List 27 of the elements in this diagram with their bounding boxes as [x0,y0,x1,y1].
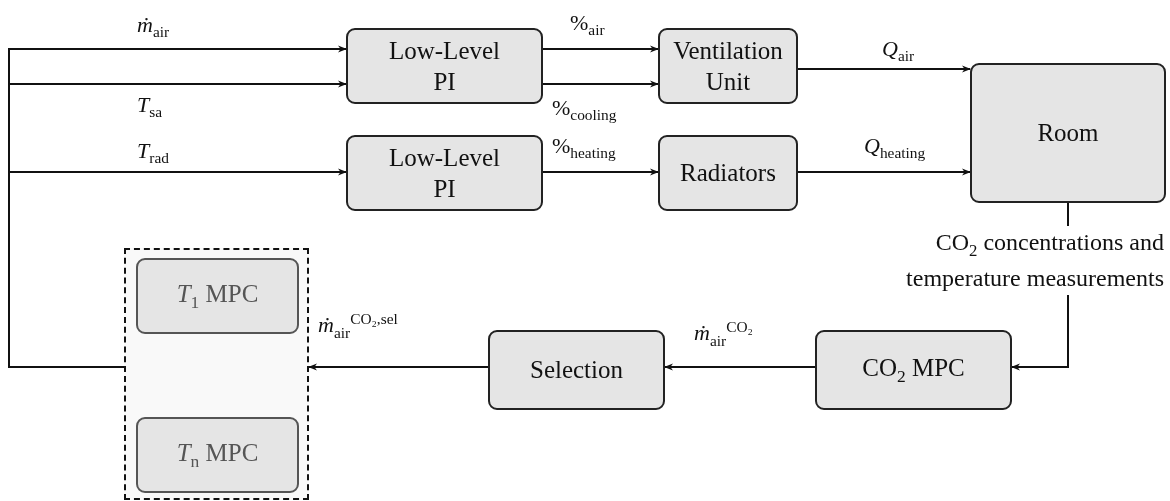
box-label: Room [1037,118,1099,149]
arrow [797,65,971,73]
arrow [542,168,659,176]
box-label: Low-Level PI [387,35,502,97]
box-label: Selection [530,355,623,386]
process-box [346,135,543,211]
arrow [797,168,971,176]
process-box [658,135,798,211]
process-box [488,330,665,410]
box-label: T$_{n}$ MPC [176,438,259,473]
box-label: Ventilation Unit [672,35,784,97]
box-label: Radiators [680,158,776,189]
arrow [664,363,816,371]
process-box [136,258,299,334]
arrow [542,45,659,53]
arrow [8,168,347,368]
box-label: T$_{1}$ MPC [176,279,259,314]
box-label: CO$_{2}$ MPC [862,353,965,388]
box-label: Low-Level PI [387,142,502,204]
process-box [658,28,798,104]
process-box [136,417,299,493]
arrow [308,363,489,371]
process-box [970,63,1166,203]
controller-group-box [124,248,309,500]
arrow [542,80,659,88]
process-box [815,330,1012,410]
process-box [346,28,543,104]
